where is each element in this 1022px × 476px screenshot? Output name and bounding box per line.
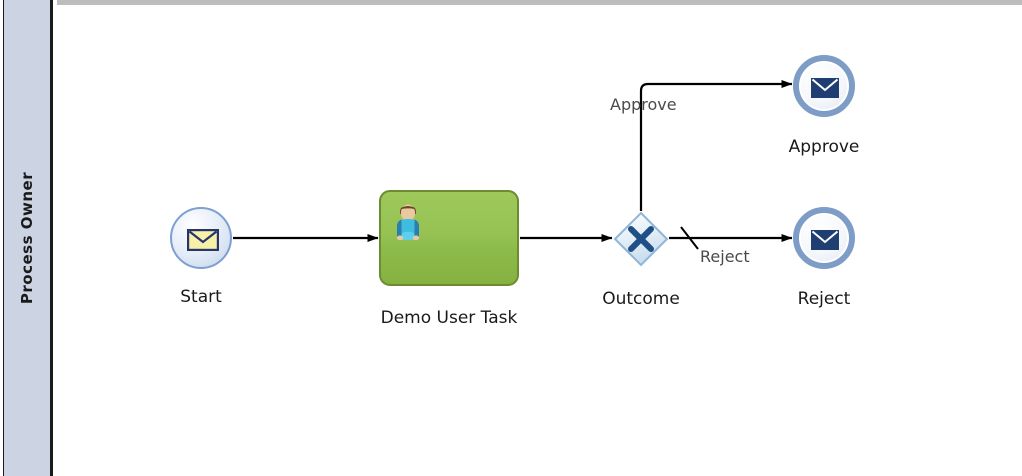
user-task-node[interactable] (379, 190, 519, 286)
exclusive-gateway-node[interactable] (613, 211, 669, 267)
end-event-reject-label: Reject (797, 289, 851, 309)
lane-header-label: Process Owner (18, 171, 36, 305)
user-task-label: Demo User Task (380, 308, 518, 328)
start-event-node[interactable] (170, 207, 232, 269)
user-icon (396, 204, 420, 240)
envelope-icon (811, 78, 839, 98)
end-event-approve[interactable] (793, 55, 855, 117)
flow-label-reject: Reject (700, 247, 750, 266)
end-event-reject[interactable] (793, 207, 855, 269)
x-marker-icon (628, 226, 654, 252)
envelope-icon (811, 230, 839, 250)
end-event-approve-label: Approve (788, 137, 860, 157)
default-flow-slash-marker (680, 226, 699, 250)
pool-top-border (57, 0, 1022, 5)
gateway-label: Outcome (602, 289, 680, 309)
flow-label-approve: Approve (610, 95, 677, 114)
start-event-label: Start (180, 287, 222, 307)
lane-header-process-owner[interactable]: Process Owner (3, 0, 53, 476)
envelope-icon (187, 229, 219, 251)
flow-gateway-to-reject[interactable] (669, 226, 793, 250)
